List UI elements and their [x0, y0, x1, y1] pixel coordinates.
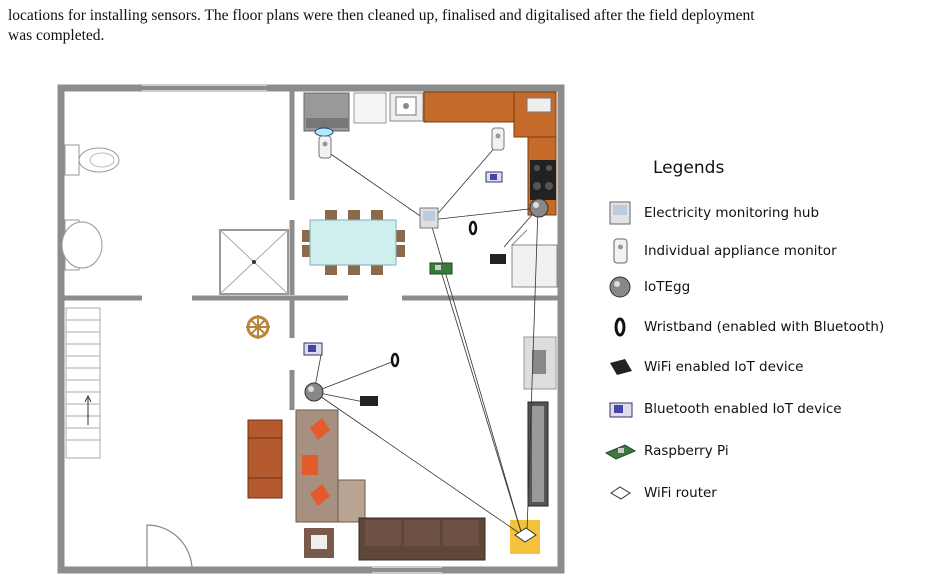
appliance-monitor-oven: [318, 135, 332, 159]
iotegg-icon: [600, 272, 640, 302]
legend-title: Legends: [653, 158, 725, 178]
appliance-monitor-icon: [600, 236, 640, 266]
side-table: [247, 419, 283, 499]
floor-plan: [57, 84, 565, 574]
body-text-line-2: was completed.: [8, 27, 105, 44]
walls: [57, 84, 565, 574]
bluetooth-iot-device-icon: [600, 394, 640, 424]
wristband-icon: [600, 312, 640, 342]
wifi-router: [514, 527, 537, 543]
legend-label: Electricity monitoring hub: [644, 205, 820, 221]
iotegg-kitchen: [529, 198, 549, 218]
tv-console: [523, 336, 557, 390]
legend-item-iotegg: IoTEgg: [600, 272, 690, 302]
body-text: locations for installing sensors. The fl…: [8, 6, 943, 46]
iotegg-living: [304, 382, 324, 402]
staircase: [65, 307, 101, 459]
wifi-router-icon: [600, 478, 640, 508]
stove: [530, 160, 556, 200]
legend-label: IoTEgg: [644, 279, 691, 295]
couch: [358, 517, 486, 561]
bluetooth-device-kitchen: [485, 171, 503, 183]
legend-label: WiFi router: [644, 485, 717, 501]
raspberry-pi-dining: [429, 262, 453, 275]
legend-label: Individual appliance monitor: [644, 243, 837, 259]
legend-label: Wristband (enabled with Bluetooth): [644, 319, 885, 335]
electricity-hub: [419, 207, 439, 229]
ship-wheel-decor: [246, 315, 270, 339]
legend-item-appliance-monitor: Individual appliance monitor: [600, 236, 837, 266]
electricity-hub-icon: [600, 198, 640, 228]
dining-table: [302, 210, 405, 275]
body-text-line-1: locations for installing sensors. The fl…: [8, 7, 755, 24]
dishwasher: [353, 92, 387, 124]
entrance-door: [146, 524, 193, 571]
oven-range: [303, 92, 350, 137]
connection-lines: [313, 144, 539, 536]
wifi-device-living: [360, 396, 378, 406]
wristband-kitchen: [468, 220, 478, 236]
toilet: [64, 144, 120, 176]
basin: [61, 219, 103, 271]
television: [527, 401, 549, 507]
sink: [389, 92, 424, 122]
appliance-monitor-sink: [491, 127, 505, 151]
legend-item-wifi-router: WiFi router: [600, 478, 717, 508]
legend-label: Raspberry Pi: [644, 443, 729, 459]
phone-table: [304, 528, 334, 558]
l-sofa: [295, 409, 366, 523]
legend-item-raspberry-pi: Raspberry Pi: [600, 436, 729, 466]
bluetooth-device-living: [303, 342, 323, 356]
windows: [142, 84, 442, 574]
legend-item-wristband: Wristband (enabled with Bluetooth): [600, 312, 884, 342]
fridge: [511, 229, 558, 288]
legend-label: WiFi enabled IoT device: [644, 359, 804, 375]
wristband-living: [390, 352, 400, 368]
wifi-device-dining: [490, 254, 506, 264]
raspberry-pi-icon: [600, 436, 640, 466]
shower: [219, 229, 289, 295]
legend-label: Bluetooth enabled IoT device: [644, 401, 842, 417]
legend-item-wifi-device: WiFi enabled IoT device: [600, 352, 803, 382]
legend-item-bluetooth-device: Bluetooth enabled IoT device: [600, 394, 842, 424]
wifi-iot-device-icon: [600, 352, 640, 382]
legend-item-electricity-hub: Electricity monitoring hub: [600, 198, 819, 228]
inner-walls: [61, 88, 561, 410]
